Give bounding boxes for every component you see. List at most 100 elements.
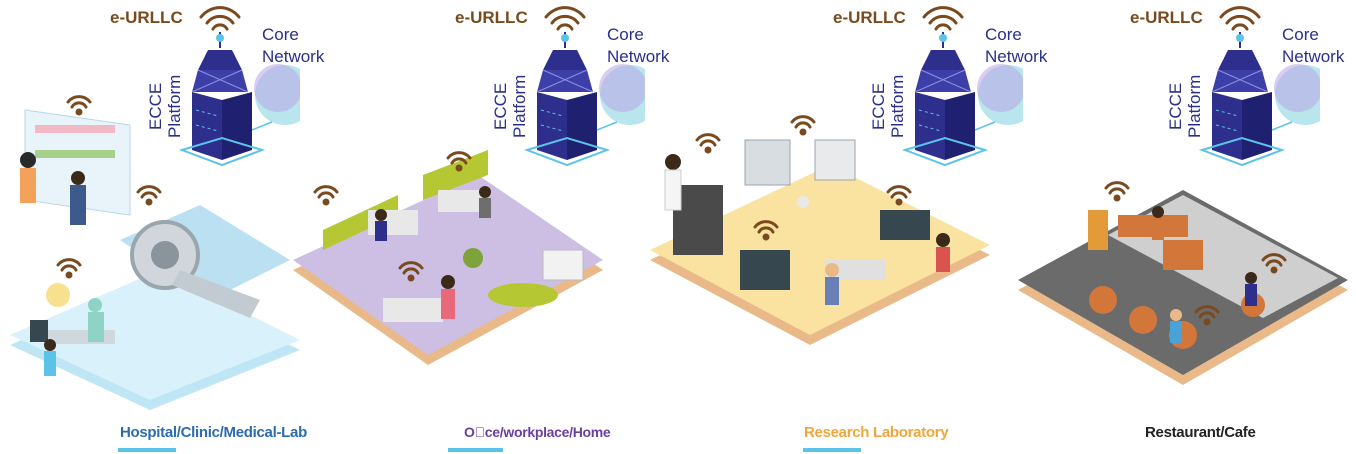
e-urllc-label: e-URLLC bbox=[1130, 8, 1203, 27]
tower-top bbox=[543, 50, 587, 70]
core-label-line1: Core bbox=[607, 25, 644, 44]
base-plate bbox=[1198, 136, 1286, 167]
partition bbox=[423, 150, 488, 200]
person-head bbox=[441, 275, 455, 289]
wifi-icon bbox=[1104, 181, 1130, 202]
tower-top bbox=[1218, 50, 1262, 70]
caption-underline bbox=[448, 448, 503, 452]
caption-underline bbox=[118, 448, 176, 452]
wifi-icon bbox=[136, 185, 162, 206]
ecce-label-line1: ECCE bbox=[869, 82, 888, 130]
ecce-tower-graphic bbox=[178, 6, 300, 167]
ecce-label-line2: Platform bbox=[165, 74, 184, 138]
wifi-icon bbox=[753, 220, 779, 241]
tower-top bbox=[921, 50, 965, 70]
ecce-tower-graphic bbox=[1198, 6, 1320, 167]
round-table bbox=[488, 283, 558, 307]
server-front bbox=[1212, 92, 1242, 160]
person-head bbox=[71, 171, 85, 185]
wifi-icon bbox=[922, 6, 964, 31]
link-line bbox=[251, 121, 273, 131]
tower-lattice bbox=[1212, 70, 1268, 92]
lab-floor bbox=[650, 165, 990, 335]
wifi-icon bbox=[1219, 6, 1261, 31]
mri-bore bbox=[151, 241, 179, 269]
incubator bbox=[814, 139, 856, 181]
person-head bbox=[88, 298, 102, 312]
scene-caption: O ce/workplace/Home bbox=[464, 424, 611, 440]
link-line bbox=[596, 121, 618, 131]
antenna-tip bbox=[939, 34, 947, 42]
e-urllc-label: e-URLLC bbox=[833, 8, 906, 27]
office-floor bbox=[293, 175, 603, 355]
person-body bbox=[1170, 321, 1182, 343]
tower-lattice bbox=[915, 70, 971, 92]
caption-underline bbox=[803, 448, 861, 452]
antenna-tip bbox=[1236, 34, 1244, 42]
wifi-icon bbox=[1261, 253, 1287, 274]
tower-lattice bbox=[537, 70, 593, 92]
hospital-illustration bbox=[10, 95, 300, 410]
desk bbox=[825, 260, 885, 280]
scene-hospital: Hospital/Clinic/Medical-Lab bbox=[0, 0, 339, 454]
base-plate bbox=[178, 136, 266, 167]
restaurant-illustration bbox=[1018, 181, 1348, 385]
server-front bbox=[915, 92, 945, 160]
lab-illustration bbox=[650, 115, 990, 345]
wifi-icon bbox=[446, 151, 472, 172]
core-label-line1: Core bbox=[1282, 25, 1319, 44]
microscope bbox=[797, 196, 809, 208]
core-label-line2: Network bbox=[607, 47, 670, 66]
antenna-tip bbox=[561, 34, 569, 42]
scene-caption: Research Laboratory bbox=[804, 424, 949, 441]
ecce-tower-graphic bbox=[523, 6, 645, 167]
scene-caption: Restaurant/Cafe bbox=[1145, 424, 1256, 441]
base-plate bbox=[523, 136, 611, 167]
server-front bbox=[537, 92, 567, 160]
ecce-label-line1: ECCE bbox=[491, 82, 510, 130]
person-body bbox=[664, 169, 682, 211]
person-head bbox=[375, 209, 387, 221]
ecce-label-line2: Platform bbox=[1185, 74, 1204, 138]
person-head bbox=[1170, 309, 1182, 321]
wifi-icon bbox=[313, 185, 339, 206]
monitor bbox=[30, 320, 48, 342]
core-label-line2: Network bbox=[262, 47, 325, 66]
server-side bbox=[945, 92, 975, 160]
core-label-line2: Network bbox=[985, 47, 1048, 66]
person-body bbox=[936, 247, 950, 272]
person-body bbox=[441, 289, 455, 319]
person-body bbox=[88, 312, 104, 342]
server-front bbox=[192, 92, 222, 160]
server-side bbox=[567, 92, 597, 160]
person-head bbox=[1152, 206, 1164, 218]
person-body bbox=[1152, 218, 1164, 240]
desk bbox=[438, 190, 488, 212]
person-body bbox=[375, 221, 387, 241]
person-body bbox=[20, 168, 36, 203]
wifi-icon bbox=[199, 6, 241, 31]
surgery-lamp bbox=[46, 283, 70, 307]
table bbox=[1089, 286, 1117, 314]
ecce-label-line2: Platform bbox=[888, 74, 907, 138]
person-head bbox=[479, 186, 491, 198]
wifi-icon bbox=[695, 133, 721, 154]
e-urllc-label: e-URLLC bbox=[110, 8, 183, 27]
person-body bbox=[479, 198, 491, 218]
counter bbox=[1163, 240, 1203, 270]
cabinet bbox=[1088, 210, 1108, 250]
wifi-icon bbox=[886, 185, 912, 206]
person-head bbox=[1245, 272, 1257, 284]
person-head bbox=[44, 339, 56, 351]
person-head bbox=[936, 233, 950, 247]
ecce-label-line1: ECCE bbox=[1166, 82, 1185, 130]
